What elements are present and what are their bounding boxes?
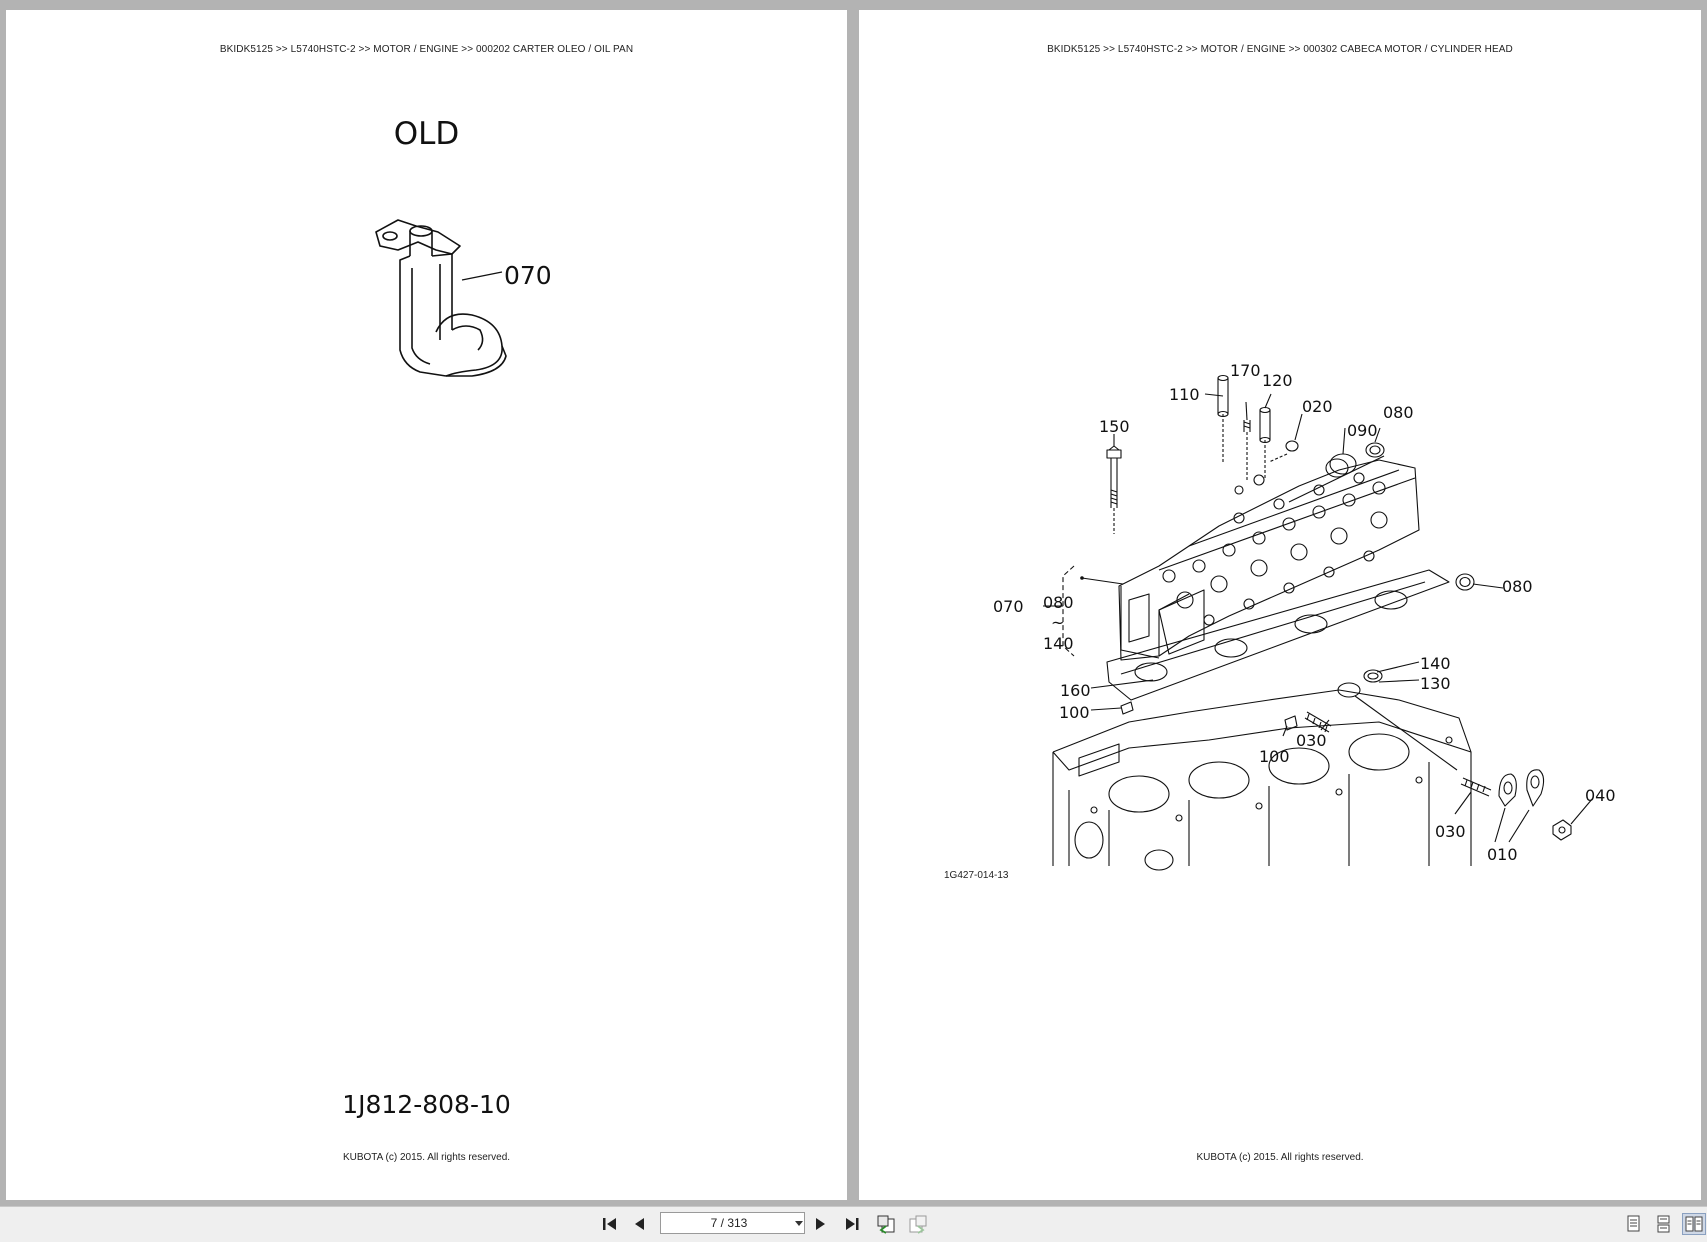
callout-030-center: 030 xyxy=(1296,731,1327,750)
go-back-view-button[interactable] xyxy=(874,1213,898,1235)
callout-080-top: 080 xyxy=(1383,403,1414,422)
callout-110: 110 xyxy=(1169,385,1200,404)
page-number-input[interactable] xyxy=(661,1215,791,1231)
last-page-icon xyxy=(846,1218,859,1230)
oil-pan-strainer-drawing: 070 xyxy=(375,219,552,377)
previous-page-icon xyxy=(635,1218,644,1230)
callout-040: 040 xyxy=(1585,786,1616,805)
continuous-view-icon xyxy=(1657,1215,1670,1233)
single-page-view-icon xyxy=(1627,1215,1640,1232)
first-page-icon xyxy=(603,1218,616,1230)
callout-080-group: 080 xyxy=(1043,593,1074,612)
chevron-down-icon[interactable] xyxy=(795,1220,803,1226)
two-page-view-button[interactable] xyxy=(1682,1213,1706,1235)
cylinder-head-exploded-drawing: 110 170 120 020 090 080 150 080 070 080 … xyxy=(993,361,1616,871)
viewer-toolbar xyxy=(0,1206,1707,1242)
left-page-breadcrumb: BKIDK5125 >> L5740HSTC-2 >> MOTOR / ENGI… xyxy=(219,44,634,55)
callout-070: 070 xyxy=(504,261,552,290)
right-page-copyright: KUBOTA (c) 2015. All rights reserved. xyxy=(1196,1152,1364,1163)
callout-020-plug: 020 xyxy=(1302,397,1333,416)
callout-010: 010 xyxy=(1487,845,1518,864)
callout-130: 130 xyxy=(1420,674,1451,693)
left-page-copyright: KUBOTA (c) 2015. All rights reserved. xyxy=(342,1152,511,1163)
single-page-view-button[interactable] xyxy=(1622,1213,1646,1235)
two-page-view-icon xyxy=(1685,1216,1703,1232)
previous-page-button[interactable] xyxy=(628,1213,652,1235)
callout-090: 090 xyxy=(1347,421,1378,440)
continuous-view-button[interactable] xyxy=(1652,1213,1676,1235)
callout-070-group: 070 xyxy=(993,597,1024,616)
part-number: 1J812-808-10 xyxy=(342,1090,511,1119)
right-page-breadcrumb: BKIDK5125 >> L5740HSTC-2 >> MOTOR / ENGI… xyxy=(1047,44,1513,55)
callout-140: 140 xyxy=(1420,654,1451,673)
go-forward-view-button[interactable] xyxy=(906,1213,930,1235)
callout-120: 120 xyxy=(1262,371,1293,390)
last-page-button[interactable] xyxy=(840,1213,864,1235)
old-label: OLD xyxy=(393,116,460,152)
callout-170: 170 xyxy=(1230,361,1261,380)
callout-150: 150 xyxy=(1099,417,1130,436)
callout-160: 160 xyxy=(1060,681,1091,700)
go-back-view-icon xyxy=(877,1215,895,1234)
diagram-code: 1G427-014-13 xyxy=(944,870,1009,881)
left-page: BKIDK5125 >> L5740HSTC-2 >> MOTOR / ENGI… xyxy=(6,10,847,1200)
right-page: BKIDK5125 >> L5740HSTC-2 >> MOTOR / ENGI… xyxy=(859,10,1701,1200)
next-page-button[interactable] xyxy=(808,1213,832,1235)
first-page-button[interactable] xyxy=(598,1213,622,1235)
callout-100-center: 100 xyxy=(1259,747,1290,766)
callout-140-group: 140 xyxy=(1043,634,1074,653)
go-forward-view-icon xyxy=(909,1215,927,1234)
callout-030-right: 030 xyxy=(1435,822,1466,841)
callout-tilde: ~ xyxy=(1051,613,1064,632)
next-page-icon xyxy=(816,1218,825,1230)
page-number-select[interactable] xyxy=(660,1212,805,1234)
callout-080-right: 080 xyxy=(1502,577,1533,596)
callout-100-left: 100 xyxy=(1059,703,1090,722)
